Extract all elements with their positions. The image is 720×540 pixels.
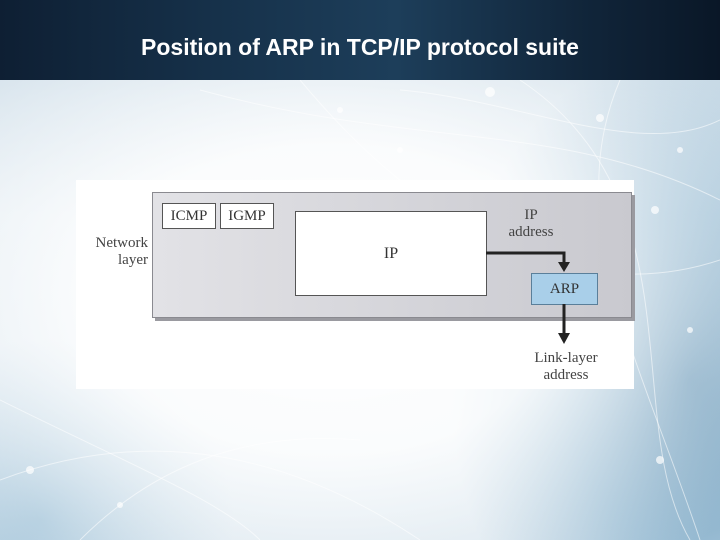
network-layer-label-line2: layer	[118, 252, 148, 268]
ip-box: IP	[295, 211, 487, 296]
network-layer-label-line1: Network	[95, 235, 149, 251]
link-layer-address-label: Link-layer address	[522, 350, 610, 384]
arp-box: ARP	[531, 273, 598, 305]
ip-address-label-line1: IP	[524, 207, 538, 223]
slide-title: Position of ARP in TCP/IP protocol suite	[141, 34, 579, 60]
network-layer-label: Network layer	[84, 235, 149, 269]
ip-to-arp-arrowhead	[558, 262, 570, 272]
link-layer-address-label-line2: address	[543, 367, 589, 383]
title-bar	[0, 0, 720, 80]
link-layer-address-label-line1: Link-layer	[534, 350, 598, 366]
igmp-box: IGMP	[220, 203, 274, 229]
ip-address-label: IP address	[496, 207, 566, 241]
ip-to-arp-connector	[486, 251, 566, 264]
ip-address-label-line2: address	[508, 224, 554, 240]
arp-to-link-arrowhead	[558, 333, 570, 344]
icmp-box: ICMP	[162, 203, 216, 229]
